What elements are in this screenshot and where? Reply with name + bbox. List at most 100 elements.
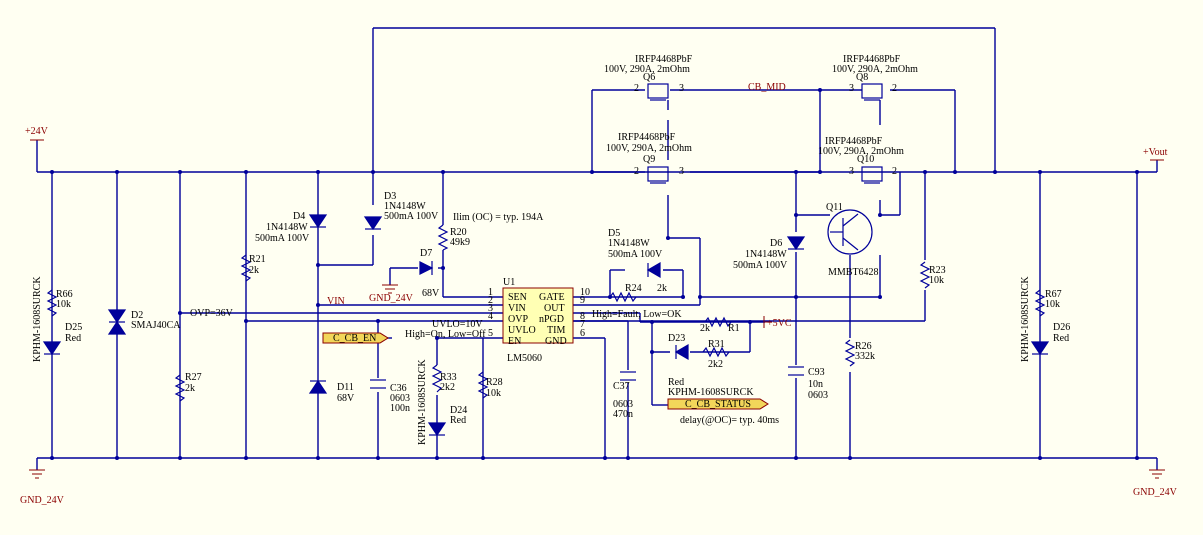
r24-value: 2k <box>657 283 667 294</box>
d25-ref: D25 <box>65 322 82 333</box>
q6-pin-s: 3 <box>679 83 684 94</box>
resistor-r23: R23 10k <box>919 261 946 289</box>
resistor-r31: R31 2k2 <box>702 339 730 370</box>
c93-value: 10n <box>808 379 823 390</box>
en-logic-note: High=On, Low=Off <box>405 329 486 340</box>
d24-color: Red <box>450 415 466 426</box>
diode-d4: D4 1N4148W 500mA 100V <box>255 211 328 244</box>
d23-part: KPHM-1608SURCK <box>668 387 754 398</box>
r1-value: 2k <box>700 323 710 334</box>
resistor-r26: R26 332k <box>844 339 875 367</box>
delay-note: delay(@OC)= typ. 40ms <box>680 415 779 426</box>
u1-pin-ovp: OVP <box>508 314 528 325</box>
d6-part: 1N4148W <box>745 249 787 260</box>
resistor-r24: R24 2k <box>609 283 667 303</box>
u1-pin-out: OUT <box>544 303 565 314</box>
q10-part: IRFP4468PbF <box>825 136 883 147</box>
u1-pinnum-3: 3 <box>488 303 493 314</box>
r28-ref: R28 <box>486 377 503 388</box>
plus5vc-label: +5VC <box>767 318 792 329</box>
r67-ref: R67 <box>1045 289 1062 300</box>
q10-pin-s: 3 <box>849 166 854 177</box>
netlabel-c-cb-en: C_CB_EN <box>322 332 389 344</box>
net-cb-mid-label: CB_MID <box>748 82 786 93</box>
d6-ref: D6 <box>770 238 782 249</box>
resistor-r66: R66 10k <box>46 289 73 317</box>
resistor-r1: R1 2k <box>700 316 740 334</box>
d4-rating: 500mA 100V <box>255 233 310 244</box>
led-d25: D25 Red KPHM-1608SURCK <box>32 276 82 362</box>
u1-pin-sen: SEN <box>508 292 527 303</box>
q11-ref: Q11 <box>826 202 843 213</box>
resistor-r21: R21 2k <box>240 254 266 282</box>
d3-part: 1N4148W <box>384 201 426 212</box>
capacitor-c93: C93 10n 0603 <box>788 366 828 401</box>
r21-ref: R21 <box>249 254 266 265</box>
d4-ref: D4 <box>293 211 305 222</box>
d24-ref: D24 <box>450 405 467 416</box>
q9-spec: 100V, 290A, 2mOhm <box>606 143 692 154</box>
u1-part: LM5060 <box>507 353 542 364</box>
q9-pin-d: 2 <box>634 166 639 177</box>
d4-part: 1N4148W <box>266 222 308 233</box>
c37-pkg: 0603 <box>613 399 633 410</box>
power-port-plus5vc: +5VC <box>763 316 792 329</box>
resistor-r67: R67 10k <box>1034 289 1062 317</box>
ground-symbol-right: GND_24V <box>1133 469 1178 498</box>
power-port-vout: +Vout <box>1143 147 1168 161</box>
ic-u1-lm5060: U1 LM5060 SEN VIN OVP UVLO EN GATE OUT n… <box>488 277 590 364</box>
u1-pinnum-10: 10 <box>580 287 590 298</box>
u1-pinnum-5: 5 <box>488 328 493 339</box>
gnd-d7-label: GND_24V <box>369 293 414 304</box>
u1-pin-vin: VIN <box>508 303 526 314</box>
c93-ref: C93 <box>808 367 825 378</box>
d5-rating: 500mA 100V <box>608 249 663 260</box>
q6-part: IRFP4468PbF <box>635 54 693 65</box>
d11-value: 68V <box>337 393 355 404</box>
d24-part: KPHM-1608SURCK <box>417 359 428 445</box>
mosfet-q8: IRFP4468PbF 100V, 290A, 2mOhm Q8 3 2 <box>832 54 918 101</box>
bjt-q11: Q11 MMBT6428 <box>826 202 879 278</box>
c36-value: 100n <box>390 403 410 414</box>
q9-part: IRFP4468PbF <box>618 132 676 143</box>
d11-ref: D11 <box>337 382 354 393</box>
net-vin-label: VIN <box>327 296 345 307</box>
diode-d3: D3 1N4148W 500mA 100V <box>363 191 439 231</box>
led-d23: D23 Red KPHM-1608SURCK <box>668 333 754 398</box>
r28-value: 10k <box>486 388 501 399</box>
net-uvlo-label: UVLO=10V <box>432 319 483 330</box>
d5-ref: D5 <box>608 228 620 239</box>
q8-part: IRFP4468PbF <box>843 54 901 65</box>
r23-value: 10k <box>929 275 944 286</box>
d6-rating: 500mA 100V <box>733 260 788 271</box>
u1-pin-gnd: GND <box>545 336 567 347</box>
netlabel-c-cb-status-text: C_CB_STATUS <box>685 399 751 410</box>
u1-pin-npgd: nPGD <box>539 314 564 325</box>
c37-value: 470n <box>613 409 633 420</box>
d3-ref: D3 <box>384 191 396 202</box>
mosfet-q9: IRFP4468PbF 100V, 290A, 2mOhm Q9 2 3 <box>606 132 692 184</box>
d7-value: 68V <box>422 288 440 299</box>
q10-spec: 100V, 290A, 2mOhm <box>818 146 904 157</box>
r66-value: 10k <box>56 299 71 310</box>
u1-pinnum-8: 8 <box>580 311 585 322</box>
d2-ref: D2 <box>131 310 143 321</box>
ground-symbol-left: GND_24V <box>20 469 65 506</box>
led-d24: D24 Red KPHM-1608SURCK <box>417 359 467 445</box>
q9-pin-s: 3 <box>679 166 684 177</box>
netlabel-c-cb-en-text: C_CB_EN <box>333 333 376 344</box>
q11-part: MMBT6428 <box>828 267 879 278</box>
u1-pinnum-2: 2 <box>488 295 493 306</box>
u1-pinnum-4: 4 <box>488 311 493 322</box>
diode-d5: D5 1N4148W 500mA 100V <box>608 228 663 279</box>
r27-value: 2k <box>185 383 195 394</box>
u1-pin-gate: GATE <box>539 292 565 303</box>
r26-value: 332k <box>855 351 875 362</box>
r27-ref: R27 <box>185 372 202 383</box>
r31-value: 2k2 <box>708 359 723 370</box>
u1-ref: U1 <box>503 277 515 288</box>
netlabel-c-cb-status: C_CB_STATUS <box>667 398 769 410</box>
c36-pkg: 0603 <box>390 393 410 404</box>
junctions <box>50 88 1139 460</box>
